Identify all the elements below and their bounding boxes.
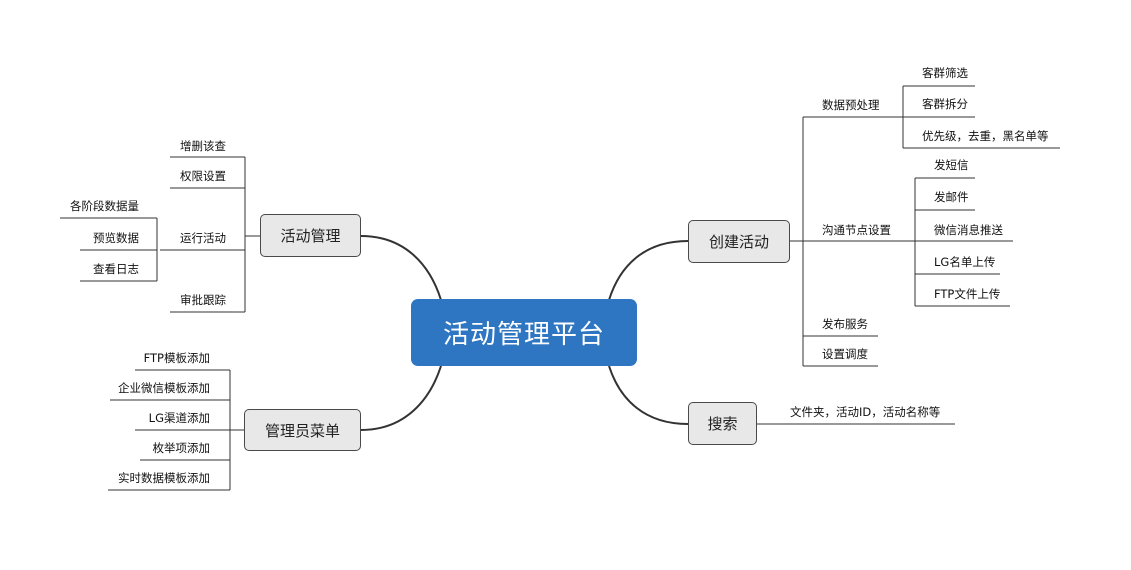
topic-activity-management[interactable]: 活动管理 xyxy=(260,214,361,257)
subtopic-realtime-template[interactable]: 实时数据模板添加 xyxy=(118,471,210,485)
subtopic-crud[interactable]: 增删该查 xyxy=(180,139,226,153)
subtopic-lg-upload[interactable]: LG名单上传 xyxy=(934,255,996,269)
subtopic-enum-item[interactable]: 枚举项添加 xyxy=(152,441,211,455)
subtopic-ftp-upload[interactable]: FTP文件上传 xyxy=(934,287,1001,301)
subtopic-run-activity[interactable]: 运行活动 xyxy=(180,231,226,245)
topic-create-activity[interactable]: 创建活动 xyxy=(688,220,790,263)
subtopic-data-preprocess[interactable]: 数据预处理 xyxy=(822,98,880,112)
subtopic-ftp-template[interactable]: FTP模板添加 xyxy=(143,351,210,365)
subtopic-audience-filter[interactable]: 客群筛选 xyxy=(922,66,968,80)
subtopic-preview-data[interactable]: 预览数据 xyxy=(93,231,139,245)
subtopic-audience-split[interactable]: 客群拆分 xyxy=(922,97,968,111)
subtopic-wechat-push[interactable]: 微信消息推送 xyxy=(934,223,1003,237)
subtopic-wecom-template[interactable]: 企业微信模板添加 xyxy=(118,381,210,395)
connector-root-activity-mgmt xyxy=(360,235,442,301)
root-node[interactable]: 活动管理平台 xyxy=(411,299,637,366)
subtopic-stage-data[interactable]: 各阶段数据量 xyxy=(70,199,139,213)
subtopic-send-sms[interactable]: 发短信 xyxy=(934,158,969,172)
connector-root-create-activity xyxy=(608,240,689,301)
subtopic-lg-channel[interactable]: LG渠道添加 xyxy=(148,411,210,425)
subtopic-comm-node[interactable]: 沟通节点设置 xyxy=(822,223,891,237)
connector-root-admin-menu xyxy=(360,365,442,431)
subtopic-priority-dedup[interactable]: 优先级，去重，黑名单等 xyxy=(922,129,1049,143)
subtopic-view-log[interactable]: 查看日志 xyxy=(93,262,139,276)
subtopic-approval-tracking[interactable]: 审批跟踪 xyxy=(180,293,226,307)
subtopic-schedule[interactable]: 设置调度 xyxy=(822,347,868,361)
connector-root-search xyxy=(608,365,689,425)
subtopic-permission[interactable]: 权限设置 xyxy=(180,169,226,183)
topic-admin-menu[interactable]: 管理员菜单 xyxy=(244,409,361,451)
topic-search[interactable]: 搜索 xyxy=(688,402,757,445)
subtopic-search-fields[interactable]: 文件夹，活动ID，活动名称等 xyxy=(790,405,941,419)
subtopic-publish-service[interactable]: 发布服务 xyxy=(822,317,868,331)
subtopic-send-email[interactable]: 发邮件 xyxy=(934,190,969,204)
